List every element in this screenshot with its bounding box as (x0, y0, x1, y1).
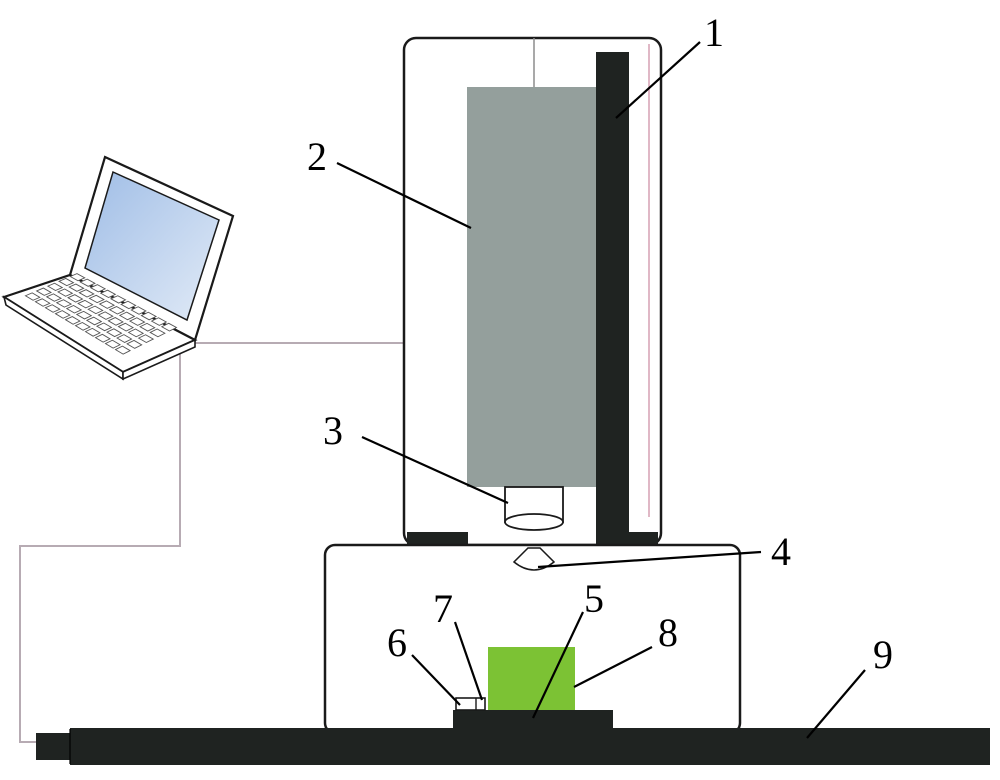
keyboard-key (116, 334, 133, 343)
leader-line-6 (411, 654, 461, 706)
keyboard-key (118, 311, 136, 321)
camera-body (467, 87, 597, 487)
keyboard-key (56, 288, 74, 297)
keyboard-key (77, 299, 94, 309)
keyboard-key (104, 339, 121, 349)
leader-line-5 (532, 611, 584, 719)
keyboard-key (45, 293, 63, 302)
leader-line-2 (336, 162, 472, 229)
laptop-screen (84, 170, 220, 322)
keyboard-key (88, 294, 105, 304)
keyboard-key (24, 292, 41, 301)
label-3: 3 (323, 408, 343, 453)
keyboard-key (117, 322, 135, 332)
keyboard-key (109, 295, 127, 304)
housing-foot-left (407, 532, 468, 545)
keyboard-key (95, 322, 113, 332)
keyboard-key (130, 306, 147, 315)
keyboard-key (35, 287, 53, 296)
housing-foot-right (596, 532, 658, 545)
keyboard-key (97, 311, 114, 320)
keyboard-key (128, 317, 146, 326)
label-4: 4 (771, 529, 791, 574)
keyboard-key (127, 328, 145, 338)
keyboard-key (55, 299, 73, 308)
keyboard-key (75, 310, 93, 320)
keyboard-key (64, 316, 81, 325)
keyboard-key (139, 322, 156, 332)
keyboard-key (84, 327, 101, 337)
keyboard-key (44, 304, 61, 313)
rail-end-cap (36, 733, 72, 760)
leader-line-4 (537, 550, 762, 569)
keyboard-key (69, 273, 86, 282)
leader-line-9 (806, 669, 866, 739)
keyboard-key (58, 277, 75, 287)
label-7: 7 (433, 586, 453, 631)
light-source (512, 547, 556, 571)
label-1: 1 (704, 10, 724, 55)
camera-lens (504, 486, 564, 531)
linear-rail (70, 728, 990, 765)
keyboard-key (78, 289, 95, 298)
laptop-computer (1, 155, 235, 381)
keyboard-key (149, 328, 166, 338)
keyboard-key (46, 282, 64, 292)
keyboard-key (137, 334, 155, 344)
keyboard-key (89, 284, 107, 293)
sample-stage-plate (453, 710, 613, 730)
keyboard-key (54, 310, 71, 319)
label-9: 9 (873, 632, 893, 677)
keyboard-key (108, 306, 126, 315)
keyboard-key (99, 289, 117, 298)
keyboard-key (98, 300, 116, 309)
keyboard-key (94, 333, 111, 343)
label-8: 8 (658, 610, 678, 655)
keyboard-key (79, 278, 96, 287)
keyboard-key (126, 339, 143, 349)
keyboard-key (120, 300, 137, 310)
keyboard-key (68, 283, 85, 292)
keyboard-key (65, 305, 83, 314)
keyboard-key (74, 321, 91, 331)
keyboard-key (114, 345, 132, 355)
keyboard-key (106, 328, 123, 338)
keyboard-key (140, 311, 158, 321)
laptop-base-side (122, 338, 196, 381)
label-6: 6 (387, 620, 407, 665)
keyboard-key (67, 294, 84, 303)
keyboard-key (160, 322, 178, 332)
label-2: 2 (307, 134, 327, 179)
label-5: 5 (584, 576, 604, 621)
keyboard-key (150, 317, 168, 326)
keyboard-key (87, 305, 104, 315)
keyboard-key (107, 317, 124, 326)
laptop-keyboard (24, 273, 178, 355)
leader-line-3 (361, 435, 509, 505)
leader-line-8 (573, 646, 653, 688)
data-cable-lower (19, 343, 181, 743)
vertical-support-column (596, 52, 629, 545)
keyboard-key (85, 316, 103, 326)
leader-line-7 (453, 621, 484, 701)
keyboard-key (34, 298, 51, 307)
specimen-holder (455, 697, 486, 711)
leader-line-1 (615, 41, 701, 119)
